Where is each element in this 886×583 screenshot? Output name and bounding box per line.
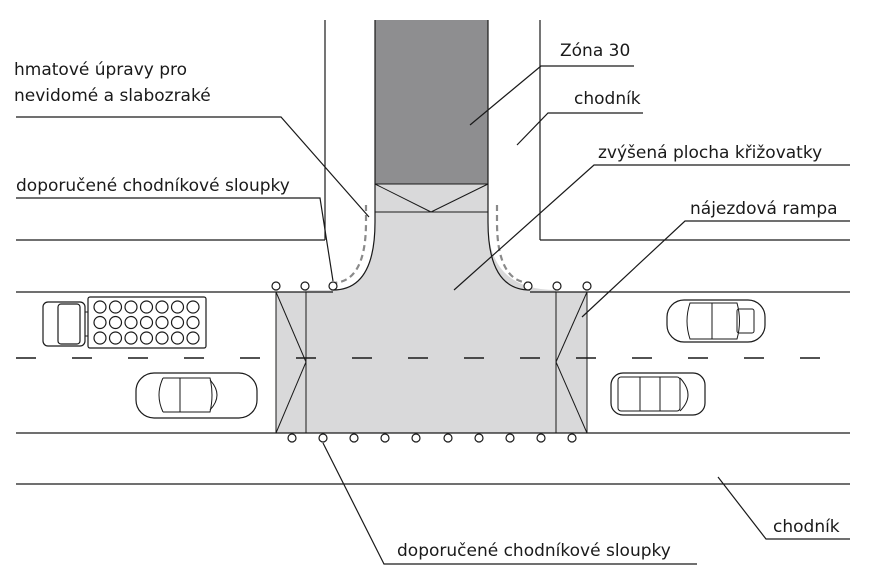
truck-cargo-circle: [186, 315, 200, 330]
coupe-icon: [666, 299, 766, 343]
truck-cargo-circle: [170, 331, 185, 345]
post-icon: [318, 433, 328, 443]
truck-cargo-circle: [108, 300, 123, 314]
curb-right-corner: [487, 20, 531, 291]
leader-ramp: [581, 220, 850, 318]
ramp-left-diag-2: [275, 361, 307, 434]
truck-cargo-circle: [93, 300, 107, 314]
leader-tactile: [16, 116, 370, 218]
post-icon: [328, 281, 338, 291]
label-tactile-line2: nevidomé a slabozraké: [14, 86, 211, 106]
post-icon: [505, 433, 515, 443]
leader-posts-top: [16, 197, 334, 282]
truck-cargo-circle: [108, 331, 123, 345]
truck-cargo-circle: [124, 315, 138, 330]
ramp-left-diag-1: [275, 291, 307, 363]
label-posts-top: doporučené chodníkové sloupky: [16, 176, 290, 196]
post-icon: [536, 433, 546, 443]
truck-cargo-circle: [124, 331, 138, 345]
post-icon: [443, 433, 453, 443]
truck-cargo-circle: [93, 331, 107, 345]
truck-cargo-circle: [124, 300, 138, 314]
zone-30-street: [375, 20, 488, 184]
curb-left-corner: [332, 20, 376, 291]
truck-cargo-circle: [170, 300, 185, 314]
label-sidewalk-top: chodník: [574, 89, 641, 109]
post-icon: [474, 433, 484, 443]
truck-cargo-circle: [155, 300, 169, 314]
truck-cargo-circle: [108, 315, 123, 330]
truck-cargo-circle: [155, 315, 169, 330]
ramp-side-diag-1: [374, 183, 432, 213]
post-icon: [411, 433, 421, 443]
truck-cargo-circle: [139, 331, 154, 345]
truck-cargo-circle: [139, 315, 154, 330]
label-sidewalk-bottom: chodník: [773, 517, 840, 537]
label-zone-30: Zóna 30: [560, 41, 630, 61]
sedan-icon: [135, 372, 258, 419]
post-icon: [552, 281, 562, 291]
post-icon: [349, 433, 359, 443]
post-icon: [287, 433, 297, 443]
label-tactile-line1: hmatové úpravy pro: [14, 60, 187, 80]
truck-cargo-circle: [170, 315, 185, 330]
post-icon: [582, 281, 592, 291]
leader-raised-area: [453, 164, 850, 291]
ramp-side-diag-2: [430, 183, 489, 213]
truck-cargo-circle: [186, 300, 200, 314]
leader-posts-bottom: [322, 442, 697, 565]
post-icon: [380, 433, 390, 443]
leader-zone: [469, 65, 634, 126]
truck-cargo-circle: [155, 331, 169, 345]
suv-icon: [610, 372, 706, 416]
post-icon: [300, 281, 310, 291]
leader-sidewalk-top: [516, 112, 643, 146]
ramp-right-diag-2: [555, 361, 588, 434]
label-ramp: nájezdová rampa: [690, 199, 838, 219]
truck-icon: [42, 296, 207, 349]
post-icon: [271, 281, 281, 291]
truck-cargo-circle: [93, 315, 107, 330]
label-posts-bottom: doporučené chodníkové sloupky: [397, 541, 671, 561]
truck-cargo-circle: [139, 300, 154, 314]
tactile-paving-left: [331, 205, 368, 285]
leader-sidewalk-bottom: [717, 476, 850, 540]
ramp-right-diag-1: [555, 291, 588, 363]
tactile-paving-right: [495, 205, 532, 285]
truck-cargo-circle: [186, 331, 200, 345]
truck-cargo: [93, 300, 200, 345]
post-icon: [567, 433, 577, 443]
label-raised-area: zvýšená plocha křižovatky: [598, 143, 822, 163]
post-icon: [523, 281, 533, 291]
raised-intersection-area: [276, 184, 587, 433]
